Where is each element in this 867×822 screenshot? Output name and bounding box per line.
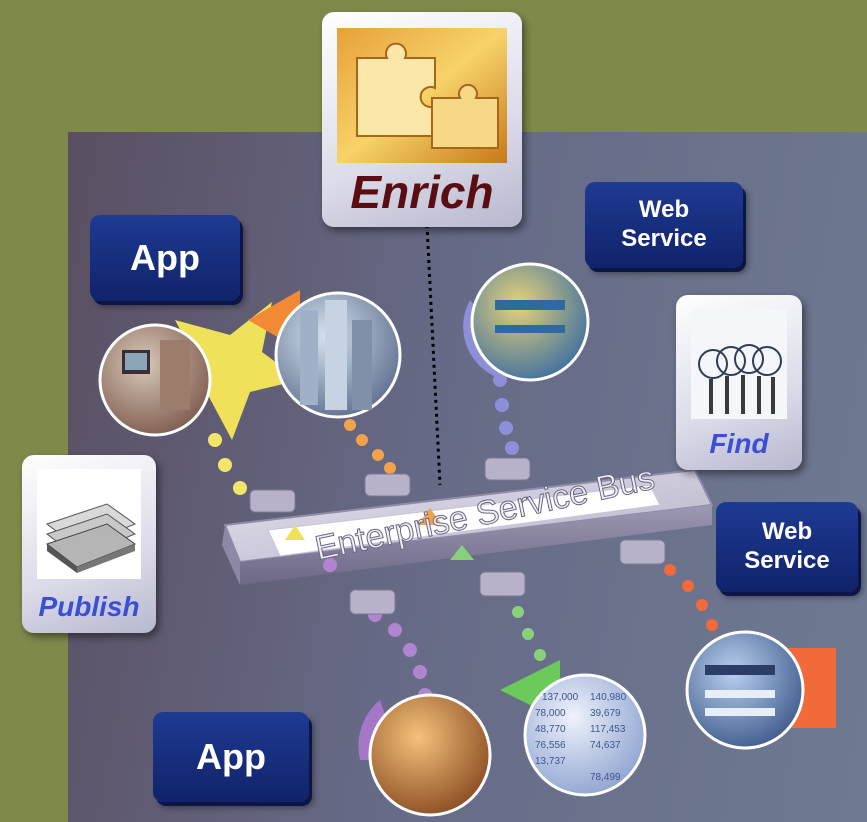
photo-disc-app-top [98,323,212,437]
star-shape [160,302,300,440]
app-bottom-label[interactable]: App [153,712,309,802]
connector-dots-web-top [493,373,519,455]
publish-label: Publish [38,591,140,622]
photo-disc-building [274,291,402,419]
photo-disc-right [685,630,805,750]
table-value: 48,770 [535,724,566,735]
table-value: 74,637 [590,740,621,751]
table-value: 76,556 [535,740,566,751]
table-value: 39,679 [590,708,621,719]
connector-dots-upper-mid [344,419,396,474]
table-value: 137,000 [542,692,579,703]
magnifier-icon [691,309,787,419]
find-label: Find [709,428,769,459]
connector-dots-left [208,433,247,495]
service-bus-board [222,457,714,615]
app-top-label[interactable]: App [90,215,240,301]
find-card[interactable]: Find [676,295,802,470]
disc-table-values: 137,000 140,980 78,000 39,679 48,770 117… [535,692,627,783]
web-service-top-label[interactable]: Web Service [585,182,743,268]
enrich-card[interactable]: Enrich [322,12,522,227]
enrich-connector-line [425,224,442,486]
photo-disc-web-top [470,262,590,382]
table-value: 140,980 [590,692,627,703]
puzzle-icon [337,28,507,163]
table-value: 78,000 [535,708,566,719]
enrich-label: Enrich [350,166,494,218]
table-value: 78,499 [590,772,621,783]
publish-card[interactable]: Publish [22,455,156,633]
newspaper-stack-icon [37,469,141,579]
connector-dots-bottom-left [368,608,432,702]
table-value: 13,737 [535,756,566,767]
table-value: 117,453 [590,724,626,735]
web-service-right-label[interactable]: Web Service [716,502,858,592]
photo-disc-bottom-left [368,693,492,817]
photo-disc-bottom-mid [523,673,647,797]
